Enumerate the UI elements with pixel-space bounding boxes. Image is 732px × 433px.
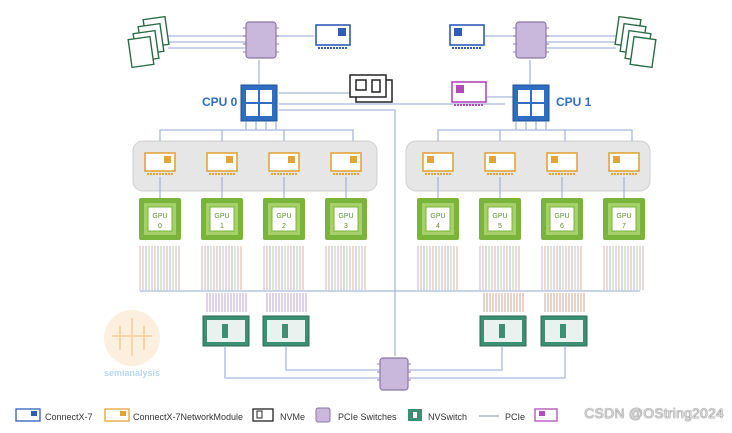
- legend-pcie: PCIe: [479, 412, 525, 422]
- gpu-label: GPU: [152, 213, 167, 220]
- network-module-icon: [144, 152, 176, 175]
- storage-stack-left-icon: [127, 15, 170, 69]
- nvlink-bundle: [201, 246, 242, 290]
- network-module-icon: [608, 152, 640, 175]
- gpu-chip: GPU 5: [479, 198, 521, 240]
- connectx-purple-card-icon: [451, 81, 487, 106]
- pcie-links: [140, 35, 640, 379]
- cpu0-chip-icon: [240, 84, 278, 122]
- nvswitch-cable-bundle: [544, 293, 585, 312]
- cpu1-chip-icon: [512, 84, 550, 122]
- gpu-label: GPU: [616, 213, 631, 220]
- legend-connectx7: ConnectX-7: [15, 408, 93, 422]
- gpu-index: 5: [498, 223, 502, 230]
- gpu-chip: GPU 1: [201, 198, 243, 240]
- legend-purple: [534, 408, 558, 422]
- pcie-switch-top-left-icon: [243, 21, 279, 59]
- nvlink-bundle: [479, 246, 520, 290]
- gpu-index: 1: [220, 223, 224, 230]
- nvlink-cables: [139, 246, 644, 312]
- gpu-chip: GPU 7: [603, 198, 645, 240]
- nvlink-bundle: [263, 246, 304, 290]
- legend-label: NVMe: [280, 412, 305, 422]
- gpu-label: GPU: [276, 213, 291, 220]
- gpu-chip: GPU 3: [325, 198, 367, 240]
- nic-tray-right: [405, 140, 651, 192]
- gpu-label: GPU: [554, 213, 569, 220]
- nvswitch-cable-bundle: [483, 293, 524, 312]
- nvswitch-right-b-icon: [540, 315, 588, 347]
- connectx7-card-right-icon: [449, 24, 485, 49]
- legend-nvswitch: NVSwitch: [408, 409, 467, 422]
- gpu-index: 6: [560, 223, 564, 230]
- nvlink-bundle: [139, 246, 180, 290]
- gpu-chip: GPU 4: [417, 198, 459, 240]
- pcie-switch-top-right-icon: [513, 21, 549, 59]
- storage-stack-right-icon: [614, 15, 657, 69]
- nvlink-bundle: [541, 246, 582, 290]
- csdn-watermark: CSDN @OString2024: [584, 405, 724, 421]
- cpu0-label: CPU 0: [202, 95, 238, 109]
- gpu-chip: GPU 6: [541, 198, 583, 240]
- brand-text: semianalysis: [104, 368, 160, 378]
- gpu-label: GPU: [430, 213, 445, 220]
- legend-label: PCIe: [505, 412, 525, 422]
- semianalysis-logo: [104, 310, 160, 366]
- gpu-index: 7: [622, 223, 626, 230]
- connectx7-network-modules: [144, 152, 640, 175]
- network-module-icon: [546, 152, 578, 175]
- gpu-label: GPU: [214, 213, 229, 220]
- legend-label: ConnectX-7NetworkModule: [133, 412, 243, 422]
- legend-nvme: NVMe: [252, 408, 305, 422]
- network-module-icon: [422, 152, 454, 175]
- nvme-drive-icon: [349, 74, 393, 103]
- gpu-index: 0: [158, 223, 162, 230]
- network-module-icon: [330, 152, 362, 175]
- gpu-label: GPU: [338, 213, 353, 220]
- network-module-icon: [206, 152, 238, 175]
- nvlink-bundle: [417, 246, 458, 290]
- legend-label: NVSwitch: [428, 412, 467, 422]
- network-module-icon: [268, 152, 300, 175]
- nvswitch-left-a-icon: [202, 315, 250, 347]
- nvlink-bundle: [325, 246, 366, 290]
- nvswitch-left-b-icon: [262, 315, 310, 347]
- nvswitch-cable-bundle: [266, 293, 307, 312]
- legend-connectx7-network-module: ConnectX-7NetworkModule: [104, 408, 243, 422]
- legend-pcie-switches: PCIe Switches: [315, 407, 397, 423]
- network-module-icon: [484, 152, 516, 175]
- legend-label: ConnectX-7: [45, 412, 93, 422]
- nic-tray-left: [132, 140, 378, 192]
- gpu-index: 3: [344, 223, 348, 230]
- nvswitch-right-a-icon: [479, 315, 527, 347]
- gpu-index: 4: [436, 223, 440, 230]
- legend: ConnectX-7 ConnectX-7NetworkModule NVMe …: [15, 407, 558, 423]
- pcie-switch-bottom-icon: [377, 357, 411, 391]
- connectx7-card-left-icon: [315, 24, 351, 49]
- nvswitch-cable-bundle: [206, 293, 247, 312]
- gpu-chip: GPU 0: [139, 198, 181, 240]
- gpu-index: 2: [282, 223, 286, 230]
- legend-label: PCIe Switches: [338, 412, 397, 422]
- gpu-chip: GPU 2: [263, 198, 305, 240]
- gpu-row: GPU 0 GPU 1 GPU 2 GPU 3 GPU 4 GPU 5 GPU 6 GPU 7: [139, 198, 645, 240]
- nvlink-bundle: [603, 246, 644, 290]
- cpu1-label: CPU 1: [556, 95, 592, 109]
- gpu-label: GPU: [492, 213, 507, 220]
